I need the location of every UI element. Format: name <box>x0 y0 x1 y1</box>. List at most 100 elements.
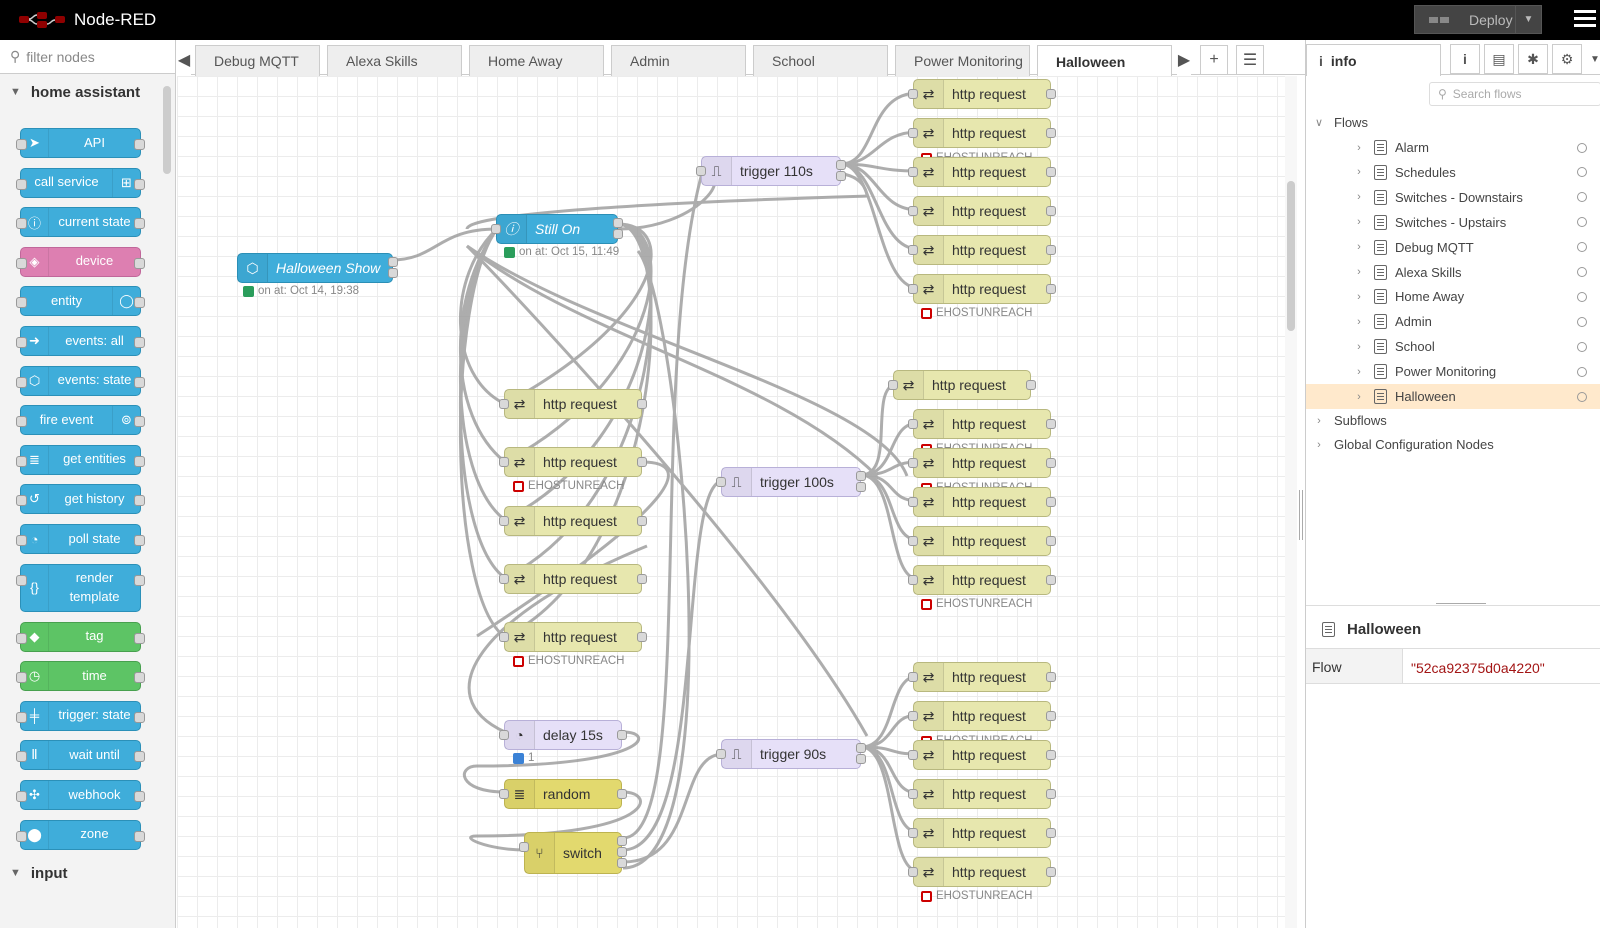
palette-node-time[interactable]: ◷time <box>16 661 145 692</box>
output-port[interactable] <box>1046 167 1056 177</box>
output-port[interactable] <box>856 482 866 492</box>
output-port[interactable] <box>1046 789 1056 799</box>
output-port[interactable] <box>1046 419 1056 429</box>
output-port[interactable] <box>1046 206 1056 216</box>
palette-node-call-service[interactable]: call service⊞ <box>16 167 145 198</box>
input-port[interactable] <box>499 516 509 526</box>
flow-tree-item[interactable]: ›Schedules <box>1306 160 1600 185</box>
flows-tree-header[interactable]: ∨ Flows <box>1306 110 1600 135</box>
sidebar-resize-handle[interactable] <box>1299 490 1303 540</box>
palette-node-zone[interactable]: ⬤zone <box>16 819 145 850</box>
flow-enabled-toggle[interactable] <box>1577 142 1587 153</box>
flow-tree-item[interactable]: ›Home Away <box>1306 284 1600 309</box>
tab-home-away[interactable]: Home Away <box>469 45 604 76</box>
http-request-node[interactable]: ⇄http request <box>499 389 647 419</box>
palette-node-fire-event[interactable]: fire event⊚ <box>16 405 145 436</box>
flow-tree-item[interactable]: ›Halloween <box>1306 384 1600 409</box>
palette-node-events-state[interactable]: ⬡events: state <box>16 365 145 396</box>
palette-node-events-all[interactable]: ➜events: all <box>16 326 145 356</box>
delay-15s-node[interactable]: ◔delay 15s <box>499 720 627 750</box>
http-request-node[interactable]: ⇄http request <box>908 448 1056 478</box>
output-port[interactable] <box>388 268 398 278</box>
flow-tree-item[interactable]: ›School <box>1306 334 1600 359</box>
output-port[interactable] <box>617 789 627 799</box>
output-port[interactable] <box>1046 750 1056 760</box>
input-port[interactable] <box>499 730 509 740</box>
palette-node-render-template[interactable]: {}render template <box>16 563 145 612</box>
output-port[interactable] <box>617 730 627 740</box>
output-port[interactable] <box>1046 711 1056 721</box>
sidebar-tab-info[interactable]: i info <box>1306 44 1441 76</box>
main-menu-icon[interactable] <box>1574 10 1596 30</box>
flow-enabled-toggle[interactable] <box>1577 366 1587 377</box>
http-request-node[interactable]: ⇄http request <box>499 506 647 536</box>
http-request-node[interactable]: ⇄http request <box>908 79 1056 109</box>
output-port[interactable] <box>617 836 627 846</box>
flow-tree-item[interactable]: ›Alexa Skills <box>1306 260 1600 285</box>
input-port[interactable] <box>908 789 918 799</box>
flow-enabled-toggle[interactable] <box>1577 341 1587 352</box>
chevron-right-icon[interactable]: › <box>1357 141 1361 154</box>
input-port[interactable] <box>716 749 726 759</box>
flow-enabled-toggle[interactable] <box>1577 242 1587 253</box>
deploy-dropdown-caret[interactable]: ▼ <box>1515 6 1541 33</box>
chevron-right-icon[interactable]: › <box>1357 315 1361 328</box>
input-port[interactable] <box>499 457 509 467</box>
output-port[interactable] <box>1046 828 1056 838</box>
output-port[interactable] <box>637 516 647 526</box>
help-book-icon[interactable]: ▤ <box>1484 44 1514 74</box>
http-request-node[interactable]: ⇄http request <box>908 118 1056 148</box>
tab-admin[interactable]: Admin <box>611 45 746 76</box>
output-port[interactable] <box>1046 575 1056 585</box>
trigger-110s-node[interactable]: ⎍trigger 110s <box>696 156 846 186</box>
input-port[interactable] <box>499 399 509 409</box>
input-port[interactable] <box>908 497 918 507</box>
scrollbar-thumb[interactable] <box>1287 181 1295 331</box>
input-port[interactable] <box>908 419 918 429</box>
output-port[interactable] <box>836 160 846 170</box>
tab-halloween[interactable]: Halloween <box>1037 45 1172 77</box>
chevron-right-icon[interactable]: › <box>1357 241 1361 254</box>
chevron-right-icon[interactable]: › <box>1357 216 1361 229</box>
input-port[interactable] <box>908 206 918 216</box>
flow-enabled-toggle[interactable] <box>1577 316 1587 327</box>
output-port[interactable] <box>856 754 866 764</box>
flow-enabled-toggle[interactable] <box>1577 291 1587 302</box>
output-port[interactable] <box>1046 867 1056 877</box>
chevron-right-icon[interactable]: › <box>1357 365 1361 378</box>
output-port[interactable] <box>613 218 623 228</box>
http-request-node[interactable]: ⇄http request <box>888 370 1036 400</box>
palette-node-get-history[interactable]: ↺get history <box>16 484 145 515</box>
output-port[interactable] <box>1046 458 1056 468</box>
deploy-button[interactable]: Deploy ▼ <box>1414 5 1542 34</box>
palette-category-input[interactable]: ▼ input <box>0 855 68 891</box>
trigger-100s-node[interactable]: ⎍trigger 100s <box>716 467 866 497</box>
trigger-90s-node[interactable]: ⎍trigger 90s <box>716 739 866 769</box>
palette-node-get-entities[interactable]: ≣get entities <box>16 444 145 475</box>
palette-filter[interactable]: ⚲ filter nodes <box>0 40 175 74</box>
scroll-tabs-right-button[interactable]: ▶ <box>1177 45 1191 75</box>
output-port[interactable] <box>637 632 647 642</box>
input-port[interactable] <box>908 89 918 99</box>
tab-power-monitoring[interactable]: Power Monitoring <box>895 45 1030 76</box>
chevron-right-icon[interactable]: › <box>1357 266 1361 278</box>
filter-nodes-input[interactable]: filter nodes <box>26 48 95 65</box>
input-port[interactable] <box>491 224 501 234</box>
http-request-node[interactable]: ⇄http request <box>908 235 1056 265</box>
input-port[interactable] <box>908 750 918 760</box>
http-request-node[interactable]: ⇄http request <box>908 565 1056 595</box>
sidebar-dropdown-icon[interactable]: ▼ <box>1586 44 1600 74</box>
input-port[interactable] <box>908 167 918 177</box>
http-request-node[interactable]: ⇄http request <box>499 564 647 594</box>
input-port[interactable] <box>716 477 726 487</box>
global-config-tree-header[interactable]: › Global Configuration Nodes <box>1306 432 1600 457</box>
tab-debug-mqtt[interactable]: Debug MQTT <box>195 45 320 76</box>
input-port[interactable] <box>908 711 918 721</box>
subflows-tree-header[interactable]: › Subflows <box>1306 408 1600 433</box>
chevron-right-icon[interactable]: › <box>1357 166 1361 179</box>
config-gear-icon[interactable]: ⚙ <box>1552 44 1582 74</box>
palette-node-tag[interactable]: ◆tag <box>16 621 145 652</box>
